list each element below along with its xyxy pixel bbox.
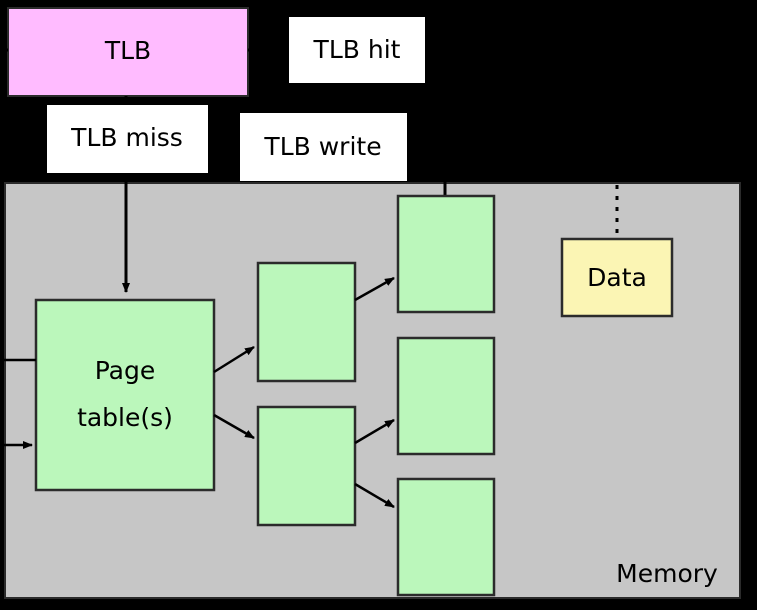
right-middle-block xyxy=(396,336,496,456)
arrow-page-to-mid-lower xyxy=(213,413,255,440)
arrow-mid-lower-to-right-middle xyxy=(354,418,395,445)
tlb-hit-label-bg xyxy=(289,17,425,83)
tlb-block xyxy=(7,7,249,97)
data-label: Data xyxy=(587,263,647,292)
memory-label: Memory xyxy=(616,559,718,588)
data-block xyxy=(560,237,674,318)
arrow-page-to-mid-upper xyxy=(213,345,255,374)
tlb-label: TLB xyxy=(104,36,151,65)
tlb-write-label-bg xyxy=(240,113,407,181)
mid-upper-block xyxy=(256,261,357,383)
tlb-miss-label-bg xyxy=(47,105,208,173)
page-table-block xyxy=(34,298,216,492)
arrow-mid-lower-to-right-lower xyxy=(354,482,395,509)
tlb-write-label: TLB write xyxy=(263,132,381,161)
tlb-miss-label: TLB miss xyxy=(70,123,183,152)
tlb-hit-label: TLB hit xyxy=(313,35,401,64)
mid-lower-block xyxy=(256,405,357,527)
page-table-label-line2: table(s) xyxy=(77,403,173,432)
arrow-mid-upper-to-right-upper xyxy=(354,276,395,302)
page-table-label-line1: Page xyxy=(95,356,156,385)
right-upper-block xyxy=(396,194,496,314)
right-lower-block xyxy=(396,477,496,597)
